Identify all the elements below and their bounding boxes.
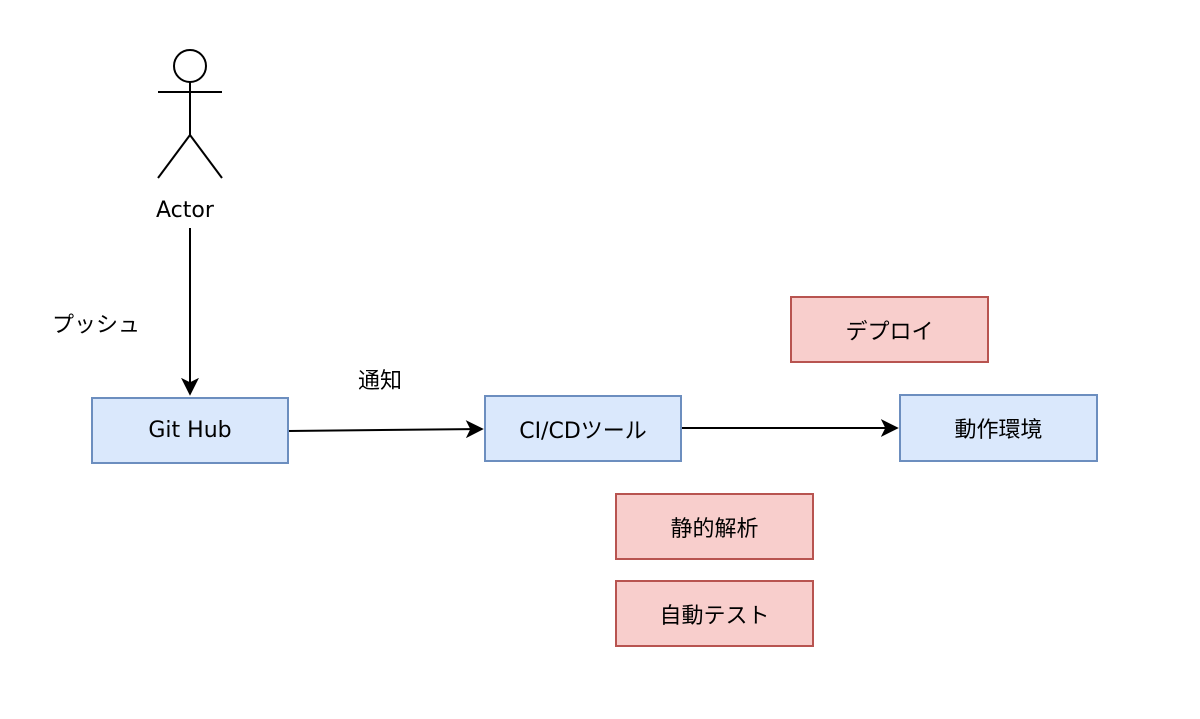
auto-test-node[interactable]: 自動テスト bbox=[615, 580, 814, 647]
push-edge-label: プッシュ bbox=[52, 313, 141, 338]
github-node[interactable]: Git Hub bbox=[91, 397, 289, 464]
stick-figure-icon bbox=[157, 49, 223, 179]
deploy-node[interactable]: デプロイ bbox=[790, 296, 989, 363]
actor-label: Actor bbox=[156, 198, 214, 223]
notify-edge bbox=[287, 420, 484, 439]
runtime-environment-node[interactable]: 動作環境 bbox=[899, 394, 1098, 462]
static-analysis-node[interactable]: 静的解析 bbox=[615, 493, 814, 560]
cicd-tool-node[interactable]: CI/CDツール bbox=[484, 395, 682, 462]
notify-edge-label: 通知 bbox=[358, 369, 403, 394]
